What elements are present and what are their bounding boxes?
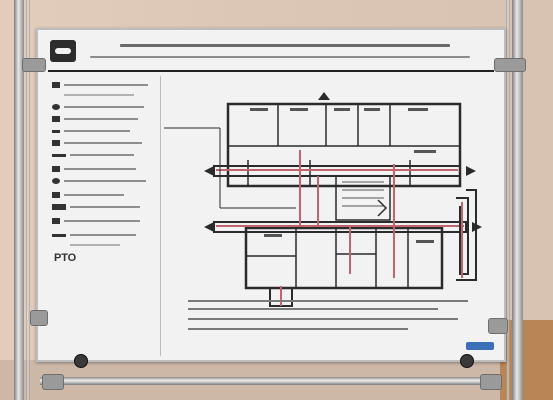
- footnote-line: [188, 328, 408, 330]
- building-outline-lower: [244, 226, 444, 290]
- legend-text-line: [64, 94, 134, 96]
- stand-pole-left-inner: [26, 0, 30, 400]
- tactile-floor-plan-board: РТО: [36, 28, 506, 362]
- legend-symbol-icon: [52, 140, 60, 146]
- legend-symbol-icon: [52, 192, 60, 198]
- stair-ramp: [456, 189, 477, 281]
- base-foot: [480, 374, 502, 390]
- room-label: [408, 108, 428, 111]
- map-legend: РТО: [48, 76, 161, 356]
- title-text-line: [90, 56, 470, 58]
- legend-symbol-icon: [52, 116, 60, 122]
- stair-ramp: [456, 197, 469, 275]
- legend-text-line: [64, 194, 124, 196]
- footnote-line: [188, 318, 458, 320]
- footnote-line: [188, 300, 468, 302]
- brand-logo-icon: [466, 342, 494, 350]
- legend-text-line: [70, 206, 140, 208]
- floor-plan: [164, 92, 482, 307]
- arrow-icon: [204, 166, 214, 176]
- logo-icon: [50, 40, 76, 62]
- arrow-icon: [204, 222, 214, 232]
- stand-pole-right: [512, 0, 523, 400]
- legend-text-line: [64, 168, 136, 170]
- board-clamp: [22, 58, 46, 72]
- legend-text-line: [64, 118, 138, 120]
- legend-symbol-icon: [52, 204, 66, 210]
- stand-crossbar-bottom: [40, 377, 500, 385]
- board-clamp: [494, 58, 526, 72]
- legend-text-line: [64, 106, 144, 108]
- braille-strip: [48, 70, 494, 72]
- base-foot: [42, 374, 64, 390]
- legend-text-line: [64, 220, 140, 222]
- legend-text-line: [70, 154, 134, 156]
- bolt-cap: [460, 354, 474, 368]
- board-clamp: [488, 318, 508, 334]
- board-clamp: [30, 310, 48, 326]
- room-label: [334, 108, 350, 111]
- legend-symbol-icon: [52, 218, 60, 224]
- bolt-cap: [74, 354, 88, 368]
- room-label: [264, 234, 282, 237]
- legend-text-line: [64, 130, 130, 132]
- room-label: [416, 240, 434, 243]
- footnote-line: [188, 308, 438, 310]
- room-label: [364, 108, 380, 111]
- room-label: [250, 108, 268, 111]
- room-label: [290, 108, 308, 111]
- legend-label: РТО: [54, 252, 77, 264]
- legend-symbol-icon: [52, 130, 60, 133]
- legend-symbol-icon: [52, 154, 66, 157]
- legend-text-line: [64, 180, 146, 182]
- arrow-icon: [466, 166, 476, 176]
- arrow-icon: [318, 92, 330, 100]
- legend-text-line: [70, 244, 120, 246]
- room-label: [414, 150, 436, 153]
- legend-text-line: [70, 234, 136, 236]
- stand-pole-left: [14, 0, 24, 400]
- legend-symbol-icon: [52, 82, 60, 88]
- legend-text-line: [64, 142, 142, 144]
- stand-pole-right-inner: [506, 0, 510, 400]
- arrow-icon: [377, 199, 388, 217]
- footnote-text: [188, 298, 478, 338]
- legend-symbol-icon: [52, 234, 66, 237]
- legend-text-line: [64, 84, 148, 86]
- legend-symbol-icon: [52, 104, 60, 110]
- title-text-line: [120, 44, 450, 47]
- legend-symbol-icon: [52, 166, 60, 172]
- legend-symbol-icon: [52, 178, 60, 184]
- building-outline-upper: [226, 102, 462, 188]
